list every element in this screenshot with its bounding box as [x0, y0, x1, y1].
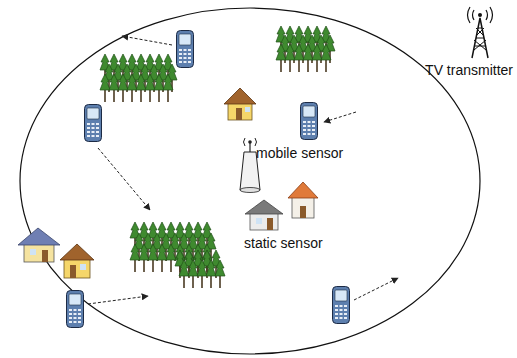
label-text: TV transmitter — [425, 63, 513, 78]
tree — [139, 244, 149, 272]
tree — [321, 44, 331, 72]
tree — [166, 244, 176, 272]
tree — [179, 260, 189, 288]
house — [224, 88, 256, 120]
tree — [163, 74, 173, 102]
tree — [312, 44, 322, 72]
tree — [294, 44, 304, 72]
house — [60, 244, 94, 278]
movement-arrow — [88, 36, 398, 304]
tree — [148, 244, 158, 272]
tree — [145, 74, 155, 102]
tree — [118, 74, 128, 102]
house — [288, 182, 318, 218]
tree — [303, 44, 313, 72]
tree — [130, 244, 140, 272]
tree — [136, 74, 146, 102]
house — [245, 200, 283, 230]
label-text: static sensor — [244, 236, 323, 251]
label-text: mobile sensor — [256, 146, 343, 161]
tree — [276, 44, 286, 72]
tree — [154, 74, 164, 102]
tree — [127, 74, 137, 102]
tree — [100, 74, 110, 102]
tree — [206, 260, 216, 288]
tree — [188, 260, 198, 288]
tree — [197, 260, 207, 288]
tree — [285, 44, 295, 72]
tree — [215, 260, 225, 288]
tv-transmitter-tower — [468, 7, 493, 58]
coverage-area — [20, 8, 480, 354]
tree — [109, 74, 119, 102]
tree — [157, 244, 167, 272]
mobile-phone — [67, 31, 350, 328]
house — [18, 228, 60, 262]
